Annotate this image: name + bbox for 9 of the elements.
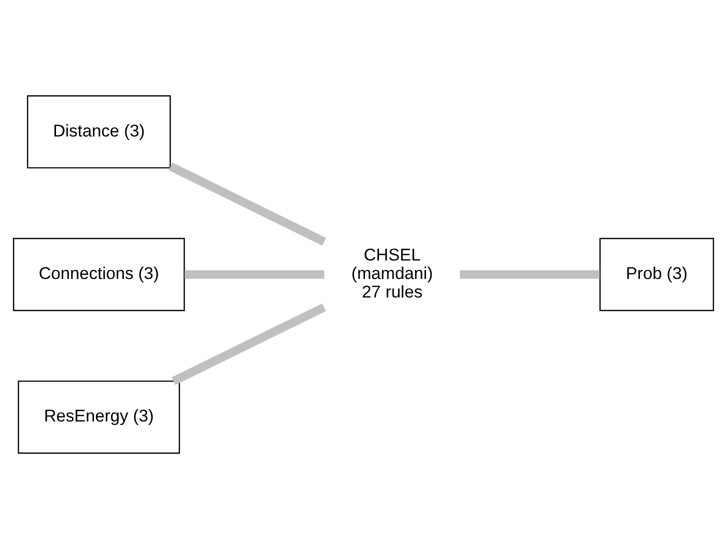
- node-box: Prob (3): [599, 237, 714, 311]
- connector: [172, 302, 326, 384]
- connector: [184, 270, 324, 278]
- connector: [460, 270, 600, 278]
- node-box: Connections (3): [12, 237, 185, 311]
- node-box: ResEnergy (3): [18, 380, 180, 454]
- node-text: CHSEL (mamdani) 27 rules: [351, 245, 433, 301]
- node-box: Distance (3): [26, 94, 171, 168]
- connector: [168, 162, 326, 246]
